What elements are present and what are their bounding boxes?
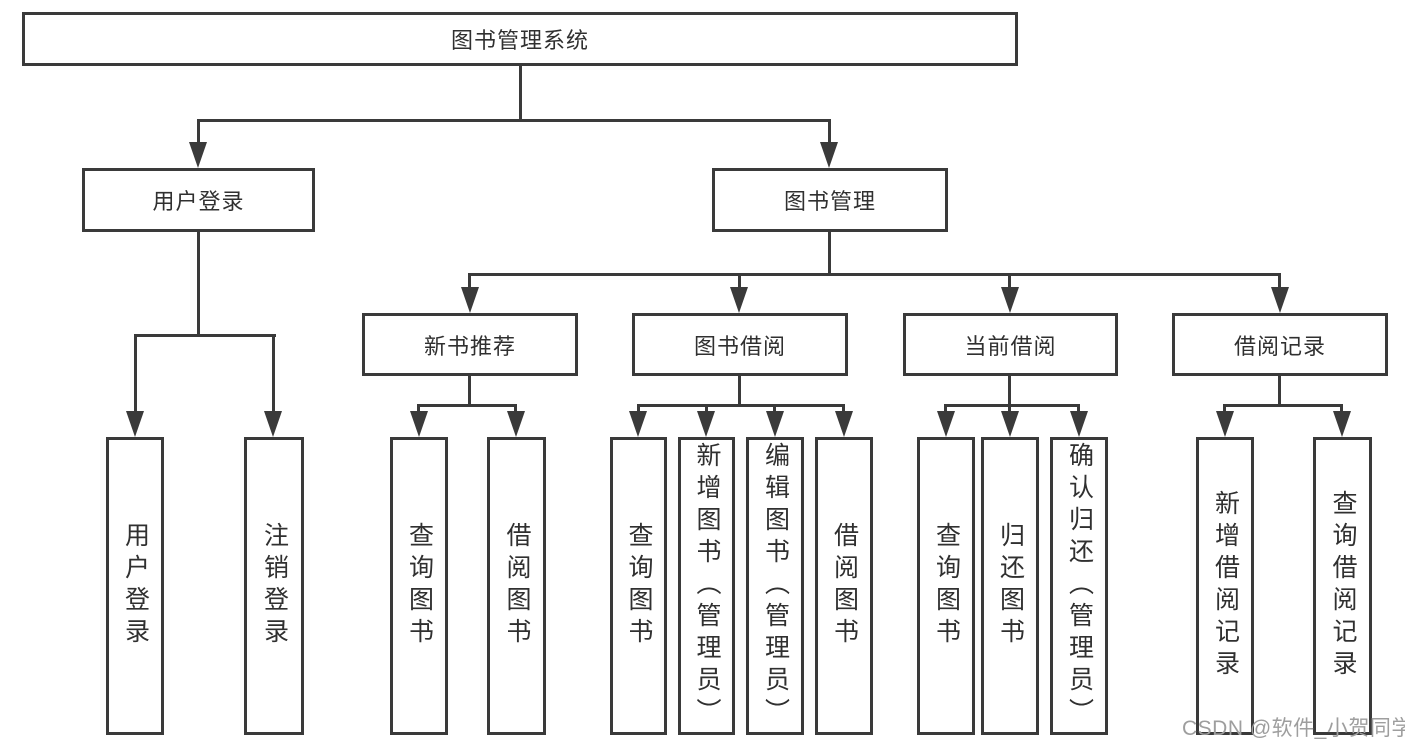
- node-label: 归还图书: [996, 522, 1025, 650]
- connector-line: [468, 376, 471, 407]
- leaf-nbr-query-books: 查询图书: [390, 437, 448, 735]
- connector-line: [828, 119, 831, 146]
- arrowhead-down-icon: [766, 411, 784, 437]
- connector-line: [773, 404, 776, 415]
- connector-line: [272, 334, 275, 415]
- connector-line: [828, 232, 831, 276]
- connector-line: [514, 404, 517, 415]
- connector-line: [944, 404, 947, 415]
- node-label: 新书推荐: [423, 333, 516, 359]
- node-label: 确认归还（管理员）: [1065, 442, 1094, 730]
- leaf-bb-borrow-books: 借阅图书: [815, 437, 873, 735]
- connector-line: [417, 404, 517, 407]
- connector-line: [944, 404, 1080, 407]
- arrowhead-down-icon: [1216, 411, 1234, 437]
- connector-line: [1077, 404, 1080, 415]
- node-label: 编辑图书（管理员）: [761, 442, 790, 730]
- connector-line: [134, 334, 276, 337]
- connector-line: [417, 404, 420, 415]
- leaf-br-add-record: 新增借阅记录: [1196, 437, 1254, 735]
- arrowhead-down-icon: [1001, 287, 1019, 313]
- arrowhead-down-icon: [264, 411, 282, 437]
- leaf-cb-confirm-return-admin: 确认归还（管理员）: [1050, 437, 1108, 735]
- connector-line: [637, 404, 844, 407]
- arrowhead-down-icon: [1333, 411, 1351, 437]
- connector-line: [738, 273, 741, 291]
- leaf-cb-return-books: 归还图书: [981, 437, 1039, 735]
- csdn-watermark: CSDN @软件_小贺同学: [1182, 717, 1405, 740]
- arrowhead-down-icon: [1070, 411, 1088, 437]
- arrowhead-down-icon: [937, 411, 955, 437]
- connector-line: [197, 232, 200, 337]
- connector-line: [1340, 404, 1343, 415]
- leaf-br-query-record: 查询借阅记录: [1313, 437, 1372, 735]
- node-book-borrowing: 图书借阅: [632, 313, 848, 376]
- connector-line: [1223, 404, 1343, 407]
- leaf-bb-query-books: 查询图书: [610, 437, 667, 735]
- node-label: 图书管理系统: [450, 28, 589, 53]
- arrowhead-down-icon: [697, 411, 715, 437]
- connector-line: [637, 404, 640, 415]
- node-user-login: 用户登录: [82, 168, 315, 232]
- connector-line: [134, 334, 137, 415]
- connector-line: [1278, 376, 1281, 407]
- arrowhead-down-icon: [835, 411, 853, 437]
- node-label: 查询图书: [405, 522, 434, 650]
- connector-line: [1278, 273, 1281, 291]
- arrowhead-down-icon: [126, 411, 144, 437]
- connector-line: [1223, 404, 1226, 415]
- node-book-management: 图书管理: [712, 168, 948, 232]
- connector-line: [197, 119, 200, 146]
- node-borrowing-records: 借阅记录: [1172, 313, 1388, 376]
- node-current-borrowing: 当前借阅: [903, 313, 1118, 376]
- leaf-cb-query-books: 查询图书: [917, 437, 975, 735]
- node-label: 查询借阅记录: [1329, 490, 1357, 682]
- node-label: 注销登录: [260, 522, 289, 650]
- arrowhead-down-icon: [1001, 411, 1019, 437]
- node-label: 查询图书: [625, 522, 653, 650]
- connector-line: [842, 404, 845, 415]
- connector-line: [738, 376, 741, 407]
- node-label: 借阅图书: [503, 522, 531, 650]
- connector-line: [1008, 273, 1011, 291]
- arrowhead-down-icon: [820, 142, 838, 168]
- arrowhead-down-icon: [1271, 287, 1289, 313]
- connector-line: [705, 404, 708, 415]
- arrowhead-down-icon: [629, 411, 647, 437]
- node-label: 借阅图书: [830, 522, 859, 650]
- leaf-bb-add-book-admin: 新增图书（管理员）: [678, 437, 735, 735]
- leaf-logout: 注销登录: [244, 437, 304, 735]
- leaf-nbr-borrow-books: 借阅图书: [487, 437, 546, 735]
- connector-line: [197, 119, 831, 122]
- arrowhead-down-icon: [189, 142, 207, 168]
- node-label: 新增借阅记录: [1211, 490, 1240, 682]
- connector-line: [468, 273, 471, 291]
- node-label: 用户登录: [121, 522, 150, 650]
- connector-line: [468, 273, 1281, 276]
- connector-line: [1008, 376, 1011, 407]
- node-new-book-recommend: 新书推荐: [362, 313, 578, 376]
- node-root-library-system: 图书管理系统: [22, 12, 1018, 66]
- node-label: 图书管理: [783, 189, 876, 214]
- node-label: 用户登录: [152, 189, 245, 214]
- node-label: 查询图书: [932, 522, 961, 650]
- arrowhead-down-icon: [507, 411, 525, 437]
- leaf-user-login: 用户登录: [106, 437, 164, 735]
- arrowhead-down-icon: [410, 411, 428, 437]
- connector-line: [519, 66, 522, 122]
- connector-line: [1008, 404, 1011, 415]
- arrowhead-down-icon: [461, 287, 479, 313]
- node-label: 新增图书（管理员）: [693, 442, 721, 730]
- arrowhead-down-icon: [730, 287, 748, 313]
- node-label: 图书借阅: [693, 333, 786, 359]
- node-label: 借阅记录: [1233, 333, 1326, 359]
- leaf-bb-edit-book-admin: 编辑图书（管理员）: [746, 437, 804, 735]
- node-label: 当前借阅: [964, 333, 1057, 359]
